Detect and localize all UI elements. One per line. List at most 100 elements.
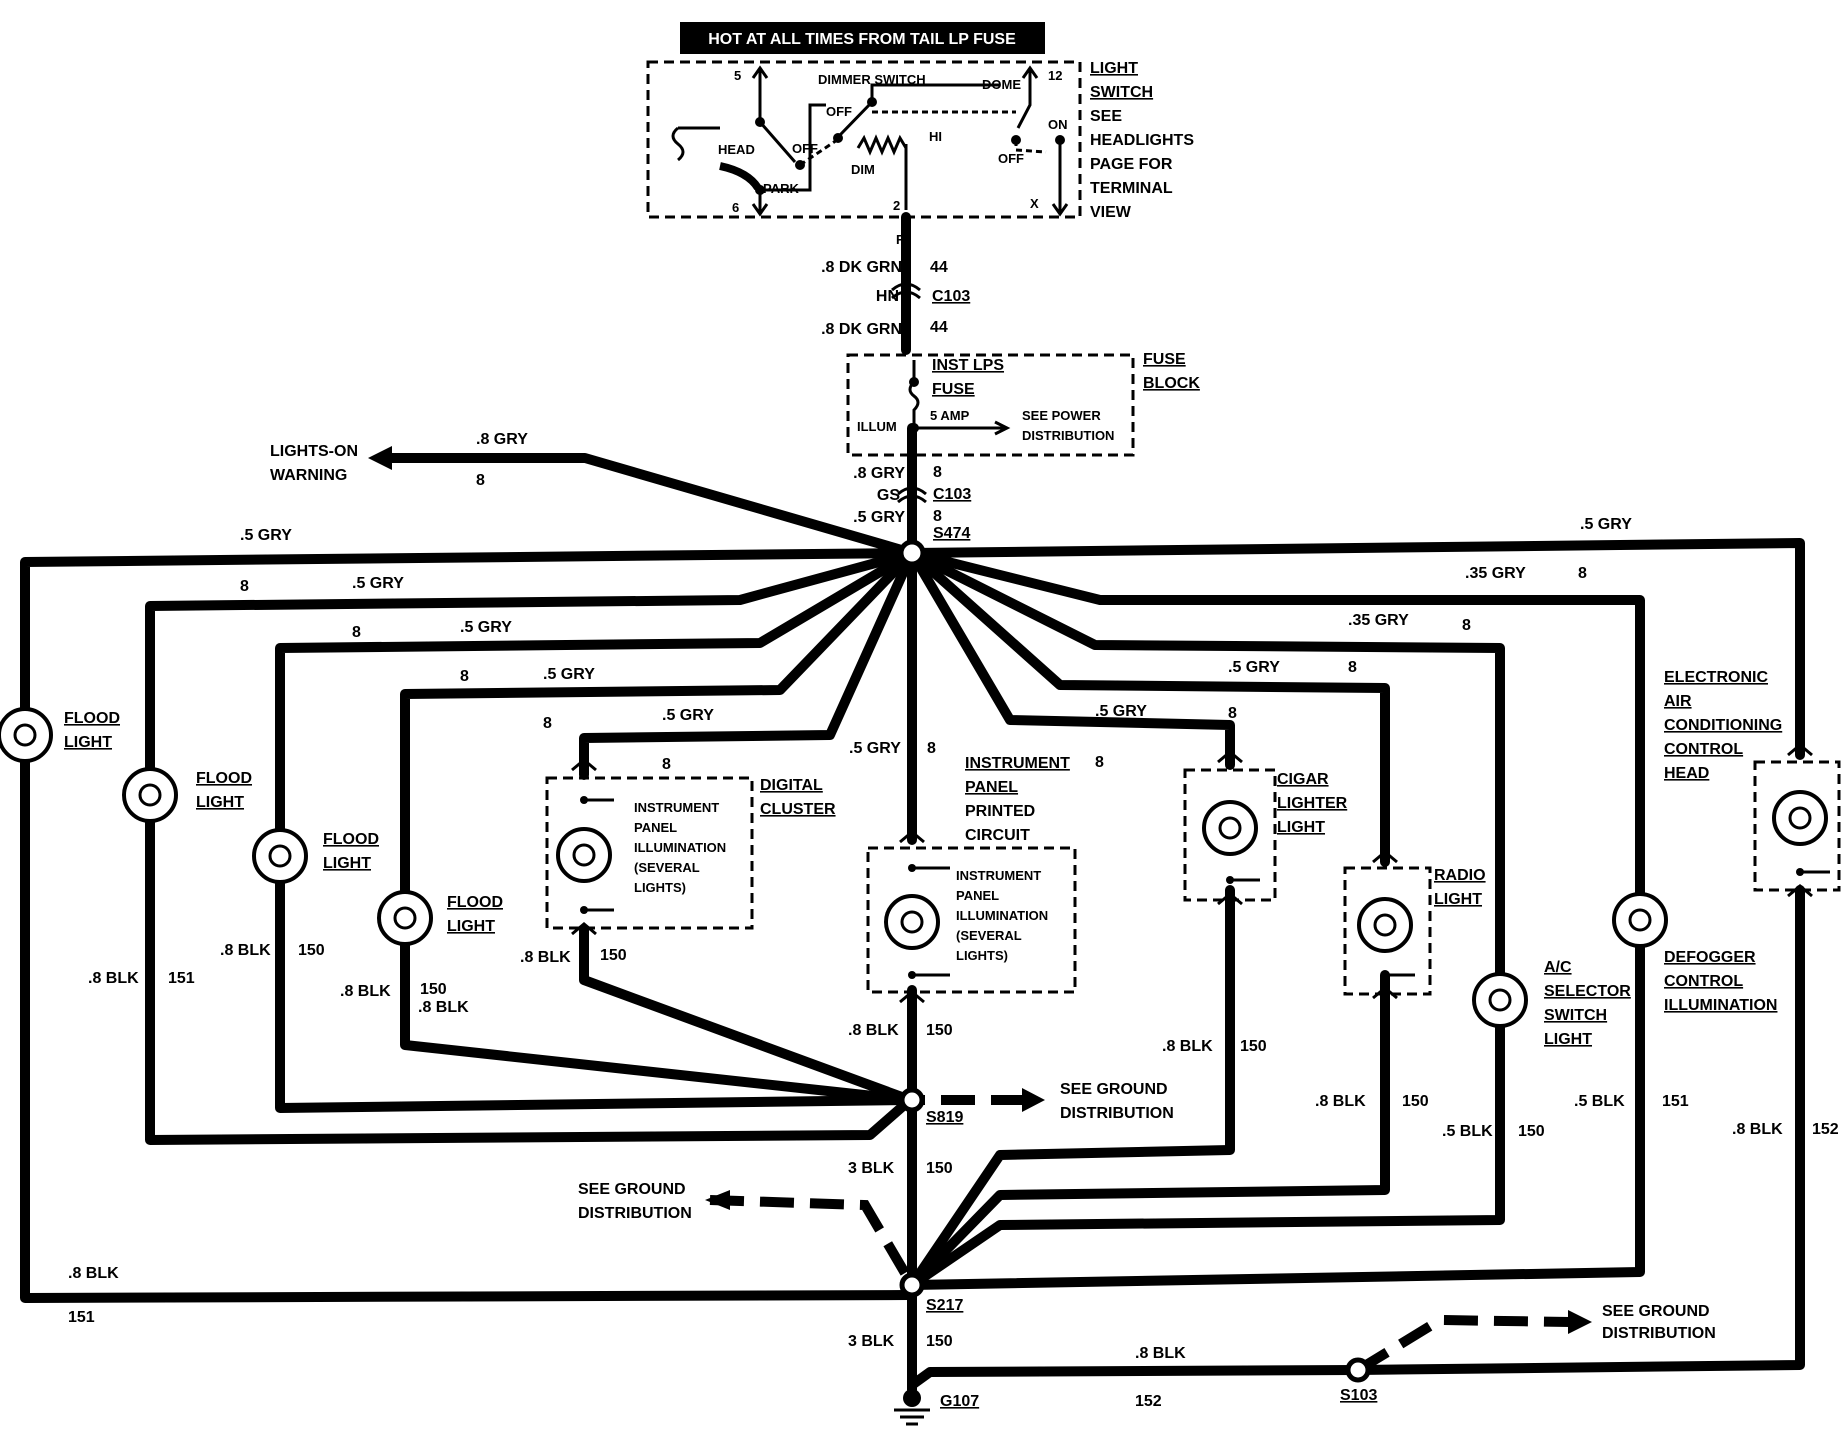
svg-text:FUSE: FUSE [1143,351,1186,368]
svg-text:FLOOD: FLOOD [447,894,503,911]
svg-text:CONTROL: CONTROL [1664,973,1743,990]
svg-text:.5 GRY: .5 GRY [352,575,404,592]
svg-text:.8 BLK: .8 BLK [1732,1121,1783,1138]
svg-text:.5 GRY: .5 GRY [1228,659,1280,676]
digital-cluster: DIGITAL CLUSTER INSTRUMENT PANEL ILLUMIN… [545,776,836,930]
svg-text:150: 150 [298,942,325,959]
svg-text:DIGITAL: DIGITAL [760,777,823,794]
svg-text:ILLUMINATION: ILLUMINATION [956,908,1048,923]
svg-text:CONTROL: CONTROL [1664,741,1743,758]
light-switch-box [646,60,1082,219]
electronic-ac-control-head: ELECTRONIC AIR CONDITIONING CONTROL HEAD [1664,669,1841,892]
flood-light-3: FLOOD LIGHT [252,828,379,884]
flood-light-4: FLOOD LIGHT .8 BLK [377,890,503,1016]
svg-text:RADIO: RADIO [1434,867,1486,884]
lights-on-label-2: WARNING [270,467,347,484]
svg-text:DISTRIBUTION: DISTRIBUTION [1022,428,1114,443]
svg-text:HI: HI [929,129,942,144]
svg-text:LIGHTS): LIGHTS) [956,948,1008,963]
svg-text:8: 8 [1578,565,1587,582]
splice-s217-node [899,1272,925,1298]
svg-text:SEE GROUND: SEE GROUND [1602,1303,1710,1320]
svg-text:OFF: OFF [792,141,818,156]
svg-text:LIGHT: LIGHT [64,734,112,751]
svg-text:INSTRUMENT: INSTRUMENT [634,800,719,815]
svg-text:5 AMP: 5 AMP [930,408,970,423]
svg-text:2: 2 [893,198,900,213]
svg-text:X: X [1030,196,1039,211]
ground-wire-labels: .8 BLK 151 .8 BLK 150 .8 BLK 150 .8 BLK … [68,942,1839,1410]
svg-text:.8 BLK: .8 BLK [1162,1038,1213,1055]
lights-on-label-1: LIGHTS-ON [270,443,358,460]
svg-text:.5 GRY: .5 GRY [240,527,292,544]
svg-text:CIGAR: CIGAR [1277,771,1329,788]
fuse-block-box [846,353,1135,457]
svg-text:.8 BLK: .8 BLK [340,983,391,1000]
svg-text:150: 150 [1402,1093,1429,1110]
splice-s819-node [899,1087,925,1113]
svg-text:3 BLK: 3 BLK [848,1160,895,1177]
svg-text:CONDITIONING: CONDITIONING [1664,717,1782,734]
svg-text:LIGHT: LIGHT [196,794,244,811]
svg-text:A/C: A/C [1544,959,1572,976]
banner-text: HOT AT ALL TIMES FROM TAIL LP FUSE [708,31,1016,48]
svg-text:.8 BLK: .8 BLK [520,949,571,966]
svg-text:.8 BLK: .8 BLK [88,970,139,987]
svg-text:.8 BLK: .8 BLK [848,1022,899,1039]
svg-text:.8 BLK: .8 BLK [1315,1093,1366,1110]
svg-text:DISTRIBUTION: DISTRIBUTION [1602,1325,1716,1342]
svg-text:150: 150 [926,1022,953,1039]
svg-text:PRINTED: PRINTED [965,803,1035,820]
svg-text:.5 GRY: .5 GRY [1580,516,1632,533]
svg-text:DISTRIBUTION: DISTRIBUTION [578,1205,692,1222]
svg-text:5: 5 [734,68,741,83]
feed-wire-labels: .5 GRY 8 .5 GRY 8 .5 GRY 8 .5 GRY 8 .5 G… [240,516,1632,773]
svg-text:OFF: OFF [998,151,1024,166]
svg-text:S103: S103 [1340,1387,1377,1404]
svg-text:.8 BLK: .8 BLK [1135,1345,1186,1362]
svg-text:VIEW: VIEW [1090,204,1132,221]
connector-chevrons [571,743,1813,1004]
cigar-lighter-light: CIGAR LIGHTER LIGHT [1183,768,1348,902]
flood-light-2: FLOOD LIGHT [122,767,252,823]
svg-text:FLOOD: FLOOD [64,710,120,727]
svg-text:.5 GRY: .5 GRY [849,740,901,757]
svg-text:HEADLIGHTS: HEADLIGHTS [1090,132,1194,149]
svg-text:(SEVERAL: (SEVERAL [956,928,1022,943]
svg-text:TERMINAL: TERMINAL [1090,180,1173,197]
fuse-block-labels: FUSE BLOCK INST LPS FUSE 5 AMP ILLUM SEE… [857,351,1200,443]
svg-text:.35 GRY: .35 GRY [1465,565,1526,582]
circuit-label-lights-on: 8 [476,472,485,489]
svg-text:ILLUMINATION: ILLUMINATION [634,840,726,855]
circuit-label-feed-b: 44 [930,319,948,336]
svg-text:151: 151 [68,1309,95,1326]
svg-text:8: 8 [1228,705,1237,722]
wire-label-feed-b: .8 DK GRN [821,321,902,338]
svg-text:LIGHT: LIGHT [323,855,371,872]
svg-text:G107: G107 [940,1393,979,1410]
svg-text:CLUSTER: CLUSTER [760,801,836,818]
svg-text:HEAD: HEAD [718,142,755,157]
circuit-label-fuse-out: 8 [933,464,942,481]
svg-text:152: 152 [1812,1121,1839,1138]
svg-text:8: 8 [460,668,469,685]
svg-text:INSTRUMENT: INSTRUMENT [956,868,1041,883]
svg-text:HEAD: HEAD [1664,765,1709,782]
svg-text:.5 BLK: .5 BLK [1442,1123,1493,1140]
svg-text:8: 8 [352,624,361,641]
svg-text:PANEL: PANEL [634,820,677,835]
svg-text:8: 8 [662,756,671,773]
svg-text:8: 8 [543,715,552,732]
svg-text:150: 150 [420,981,447,998]
light-switch-title: LIGHT SWITCH SEE HEADLIGHTS PAGE FOR TER… [1090,60,1194,221]
splice-s474: S474 [933,525,970,542]
flood-light-1: FLOOD LIGHT [0,707,120,763]
svg-text:BLOCK: BLOCK [1143,375,1200,392]
svg-text:ILLUMINATION: ILLUMINATION [1664,997,1777,1014]
splice-s103-node [1345,1357,1371,1383]
svg-text:8: 8 [1095,754,1104,771]
svg-text:FLOOD: FLOOD [323,831,379,848]
svg-text:DIMMER SWITCH: DIMMER SWITCH [818,72,926,87]
svg-text:AIR: AIR [1664,693,1692,710]
svg-text:LIGHTER: LIGHTER [1277,795,1348,812]
